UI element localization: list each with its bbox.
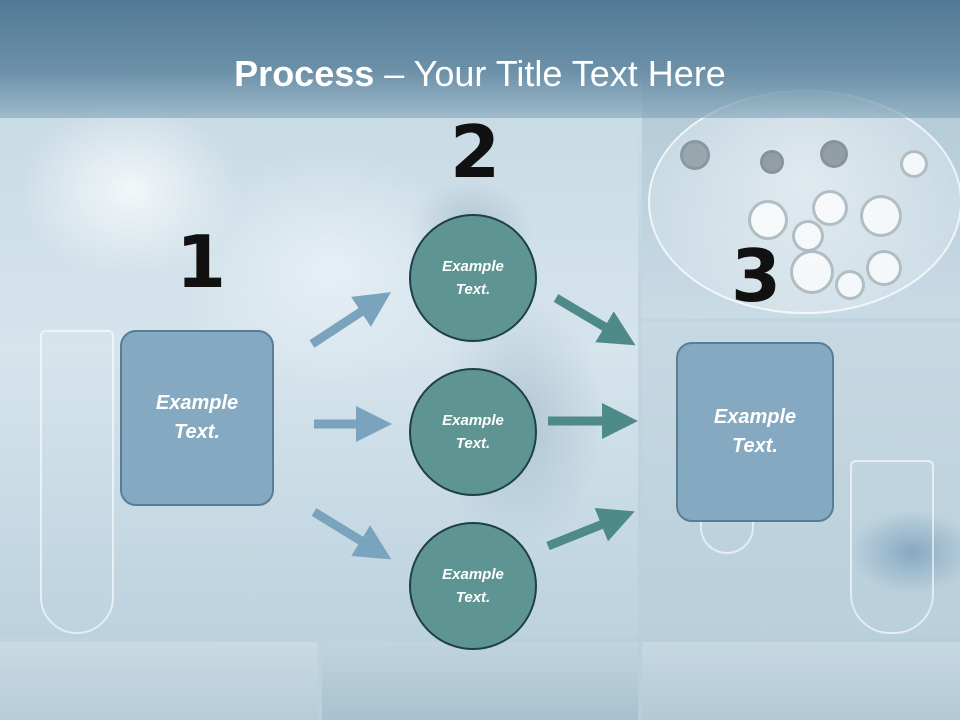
circle-bottom-text: Example Text. [442, 566, 504, 606]
arrow-left-down [311, 508, 392, 560]
arrow-left-up [309, 292, 392, 348]
title-band [0, 0, 960, 118]
step-3-box[interactable]: Example Text. [676, 342, 834, 522]
slide-title: Process – Your Title Text Here [0, 52, 960, 96]
arrow-right-up [546, 507, 635, 551]
step-2-circle-bottom[interactable]: Example Text. [409, 522, 537, 650]
step-3-box-text: Example Text. [713, 406, 797, 457]
step-1-box-text: Example Text. [155, 392, 239, 443]
step-1-box[interactable]: Example Text. [120, 330, 274, 506]
step-number-1: 1 [176, 220, 227, 304]
circle-top-text: Example Text. [442, 258, 504, 298]
lab-photo-bottom-right [642, 642, 960, 720]
arrow-right-down [553, 294, 636, 346]
title-rest: – Your Title Text Here [374, 53, 726, 94]
step-number-3: 3 [731, 234, 782, 318]
lab-photo-bottom-left [0, 642, 318, 720]
step-2-circle-top[interactable]: Example Text. [409, 214, 537, 342]
step-number-2: 2 [450, 110, 501, 194]
circle-middle-text: Example Text. [442, 412, 504, 452]
lab-photo-bottom-center [322, 642, 638, 720]
step-2-circle-middle[interactable]: Example Text. [409, 368, 537, 496]
title-bold: Process [234, 53, 375, 94]
